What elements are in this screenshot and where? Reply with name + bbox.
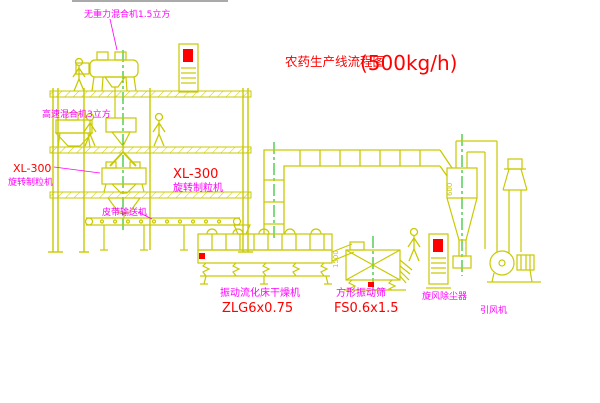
- label-granulator-left-name: 旋转制粒机: [8, 176, 53, 188]
- label-dryer-name: 振动流化床干燥机: [220, 286, 300, 299]
- label-high-speed-mixer: 高速混合机3立方: [42, 108, 111, 120]
- screen-vibration-motor: [368, 282, 374, 287]
- control-panel-ground: [426, 233, 451, 289]
- person-figure: [152, 112, 166, 147]
- label-cyclone-name: 旋风除尘器: [422, 290, 467, 302]
- label-granulator-center-name: 旋转制粒机: [173, 181, 223, 194]
- label-fan-name: 引风机: [480, 304, 507, 316]
- leader-lines: [53, 18, 153, 220]
- induced-draft-fan: [487, 250, 541, 283]
- diagram-title-capacity: (500kg/h): [360, 51, 457, 75]
- label-granulator-center-model: XL-300: [173, 167, 218, 182]
- control-panel-roof: [178, 43, 199, 93]
- label-dryer-model: ZLG6x0.75: [222, 301, 293, 316]
- text-labels: 农药生产线流程图 (500kg/h) 无重力混合机1.5立方 高速混合机3立方 …: [8, 8, 507, 316]
- exhaust-duct: [263, 149, 453, 234]
- fluid-bed-dryer: [197, 228, 355, 285]
- panel-indicator: [433, 239, 443, 252]
- vibrating-screen: [344, 241, 413, 291]
- granulator-upper: [105, 117, 137, 152]
- people: [72, 57, 421, 262]
- label-granulator-left-model: XL-300: [13, 162, 51, 175]
- label-screen-name: 方形振动筛: [336, 286, 386, 299]
- label-screen-model: FS0.6x1.5: [334, 301, 399, 316]
- person-figure: [407, 227, 421, 262]
- cyclone: [446, 140, 498, 269]
- diagram-title: 农药生产线流程图: [285, 54, 385, 69]
- label-gravity-mixer: 无重力混合机1.5立方: [84, 8, 170, 20]
- y-splitter-pipe: [109, 151, 137, 167]
- gravity-mixer: [75, 51, 139, 118]
- label-belt-conveyor: 皮带输送机: [102, 206, 147, 218]
- belt-conveyor: [84, 217, 251, 251]
- dryer-vibration-motor: [199, 253, 205, 259]
- granulator-xl300: [101, 161, 147, 194]
- exhaust-stack: [502, 158, 528, 254]
- dimension-cyclone: 600: [446, 183, 454, 196]
- panel-indicator: [183, 49, 193, 62]
- dimension-screen: 1500: [332, 250, 340, 268]
- discharge-hopper: [106, 197, 142, 218]
